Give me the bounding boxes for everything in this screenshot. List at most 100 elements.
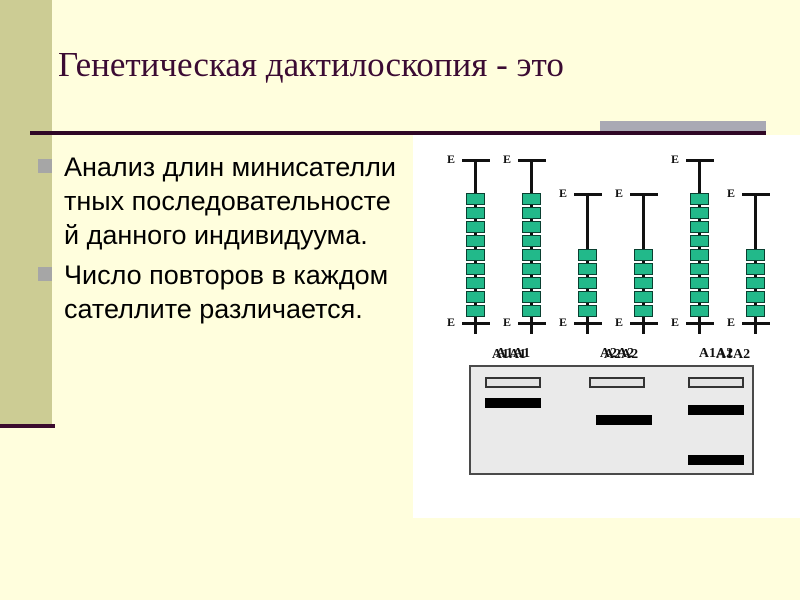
repeat-unit	[690, 207, 709, 219]
chromosome-a2: E E	[727, 187, 779, 338]
restriction-site-bottom	[518, 322, 546, 325]
repeat-unit	[690, 235, 709, 247]
genotype-label-a1a2: A1A2	[715, 347, 751, 362]
repeat-unit	[634, 249, 653, 261]
gel-well	[485, 377, 541, 388]
repeat-unit	[690, 221, 709, 233]
repeat-unit	[522, 207, 541, 219]
restriction-site-bottom	[462, 322, 490, 325]
repeat-unit	[466, 193, 485, 205]
genotype-label-a2a2: A2A2	[603, 347, 639, 362]
restriction-site-bottom	[742, 322, 770, 325]
gel-well	[589, 377, 645, 388]
chromosome-a1-right: E E	[503, 153, 555, 338]
repeat-unit	[466, 291, 485, 303]
bullet-text: Анализ длин минисателлитных последовател…	[64, 152, 396, 250]
repeat-unit	[522, 235, 541, 247]
restriction-site-label-top: E	[503, 152, 512, 166]
gel-band	[596, 415, 652, 425]
restriction-site-top	[686, 159, 714, 162]
title-accent-tab	[600, 121, 766, 131]
restriction-site-bottom	[574, 322, 602, 325]
genotype-group-a2a2: E E E	[559, 187, 677, 362]
restriction-site-bottom	[630, 322, 658, 325]
bullet-list: Анализ длин минисателлитных последовател…	[36, 150, 396, 332]
repeat-unit	[466, 277, 485, 289]
restriction-site-top	[630, 193, 658, 196]
gel-band	[688, 455, 744, 465]
repeat-unit	[522, 277, 541, 289]
repeat-unit	[578, 291, 597, 303]
gel-lane-label-a1a1: A1A1	[495, 346, 531, 361]
repeat-unit	[466, 221, 485, 233]
repeat-unit	[634, 305, 653, 317]
repeat-unit	[690, 305, 709, 317]
page-title: Генетическая дактилоскопия - это	[58, 45, 564, 84]
repeat-unit	[746, 277, 765, 289]
restriction-site-label-bottom: E	[615, 315, 624, 329]
restriction-site-label-top: E	[559, 186, 568, 200]
restriction-site-label-bottom: E	[447, 315, 456, 329]
list-item: Анализ длин минисателлитных последовател…	[36, 150, 396, 252]
repeat-unit	[690, 249, 709, 261]
title-underline-rule	[30, 131, 766, 135]
gel-electrophoresis: A1A1 A2A2 A1A2	[469, 346, 754, 475]
gel-lane-label-a1a2: A1A2	[698, 346, 734, 361]
gel-band	[485, 398, 541, 408]
repeat-unit	[522, 249, 541, 261]
gel-lane-label-a2a2: A2A2	[599, 346, 635, 361]
side-decoration-rule	[0, 424, 55, 428]
repeat-unit	[746, 263, 765, 275]
repeat-unit	[746, 305, 765, 317]
chromosome-a1-left: E E	[447, 153, 499, 338]
repeat-unit	[522, 221, 541, 233]
restriction-site-label-bottom: E	[671, 315, 680, 329]
repeat-unit	[522, 193, 541, 205]
genotype-group-a1a1: E E E	[447, 153, 565, 362]
chromosome-diagram: E E E	[413, 135, 800, 362]
repeat-unit	[466, 263, 485, 275]
repeat-unit	[690, 291, 709, 303]
restriction-site-top	[462, 159, 490, 162]
repeat-unit	[634, 277, 653, 289]
chromosome-a2-right: E E	[615, 187, 667, 338]
repeat-unit	[634, 263, 653, 275]
repeat-unit	[522, 291, 541, 303]
gel-band	[688, 405, 744, 415]
repeat-unit	[578, 305, 597, 317]
repeat-unit	[466, 235, 485, 247]
gel-well	[688, 377, 744, 388]
genotype-group-a1a2: E E E	[671, 153, 789, 362]
list-item: Число повторов в каждом сателлите различ…	[36, 258, 396, 326]
repeat-unit	[690, 193, 709, 205]
repeat-unit	[578, 277, 597, 289]
restriction-site-label-top: E	[671, 152, 680, 166]
repeat-unit	[690, 263, 709, 275]
repeat-unit	[746, 249, 765, 261]
side-decoration-band	[0, 0, 52, 426]
figure-panel: E E E	[413, 135, 800, 518]
restriction-site-label-bottom: E	[727, 315, 736, 329]
repeat-unit	[578, 249, 597, 261]
square-bullet-icon	[38, 267, 52, 281]
restriction-site-label-bottom: E	[503, 315, 512, 329]
restriction-site-label-top: E	[727, 186, 736, 200]
restriction-site-label-top: E	[447, 152, 456, 166]
chromosome-a1: E E	[671, 153, 723, 338]
chromosome-a2-left: E E	[559, 187, 611, 338]
repeat-unit	[746, 291, 765, 303]
restriction-site-top	[574, 193, 602, 196]
repeat-unit	[466, 249, 485, 261]
genotype-label-a1a1: A1A1	[491, 347, 527, 362]
restriction-site-top	[518, 159, 546, 162]
square-bullet-icon	[38, 159, 52, 173]
repeat-unit	[690, 277, 709, 289]
repeat-unit	[466, 305, 485, 317]
restriction-site-label-bottom: E	[559, 315, 568, 329]
bullet-text: Число повторов в каждом сателлите различ…	[64, 260, 389, 324]
repeat-unit	[522, 305, 541, 317]
repeat-unit	[522, 263, 541, 275]
repeat-unit	[466, 207, 485, 219]
restriction-site-top	[742, 193, 770, 196]
